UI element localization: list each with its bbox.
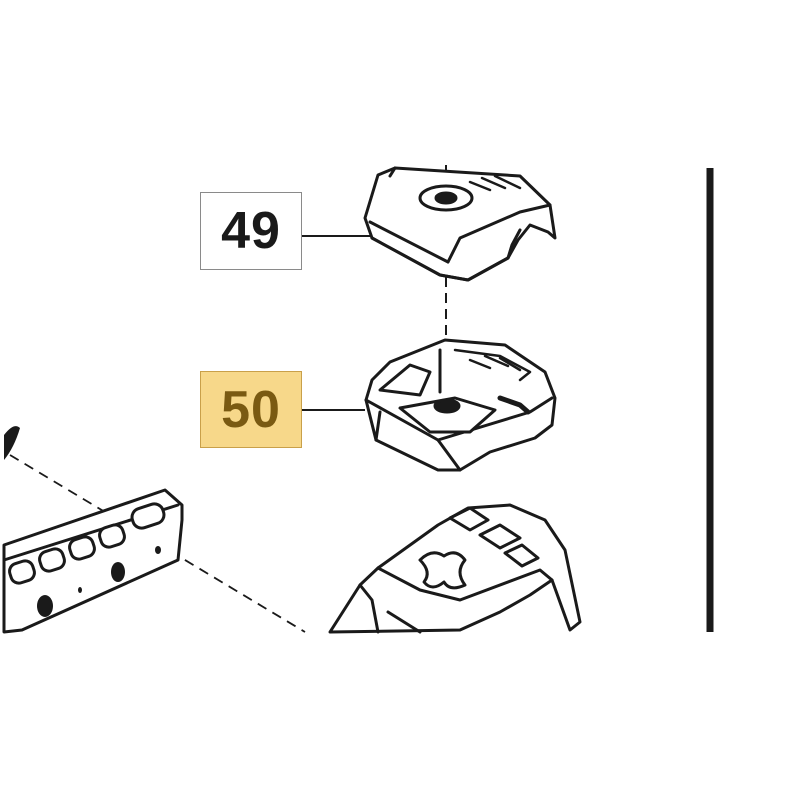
callout-label-50-highlighted[interactable]: 50 — [200, 371, 302, 448]
part-strap — [2, 488, 184, 634]
edge-fragment — [4, 426, 20, 460]
part-50-housing — [364, 338, 557, 472]
part-base-mount — [328, 503, 582, 634]
part-49-cap — [363, 166, 557, 282]
callout-label-49: 49 — [200, 192, 302, 270]
